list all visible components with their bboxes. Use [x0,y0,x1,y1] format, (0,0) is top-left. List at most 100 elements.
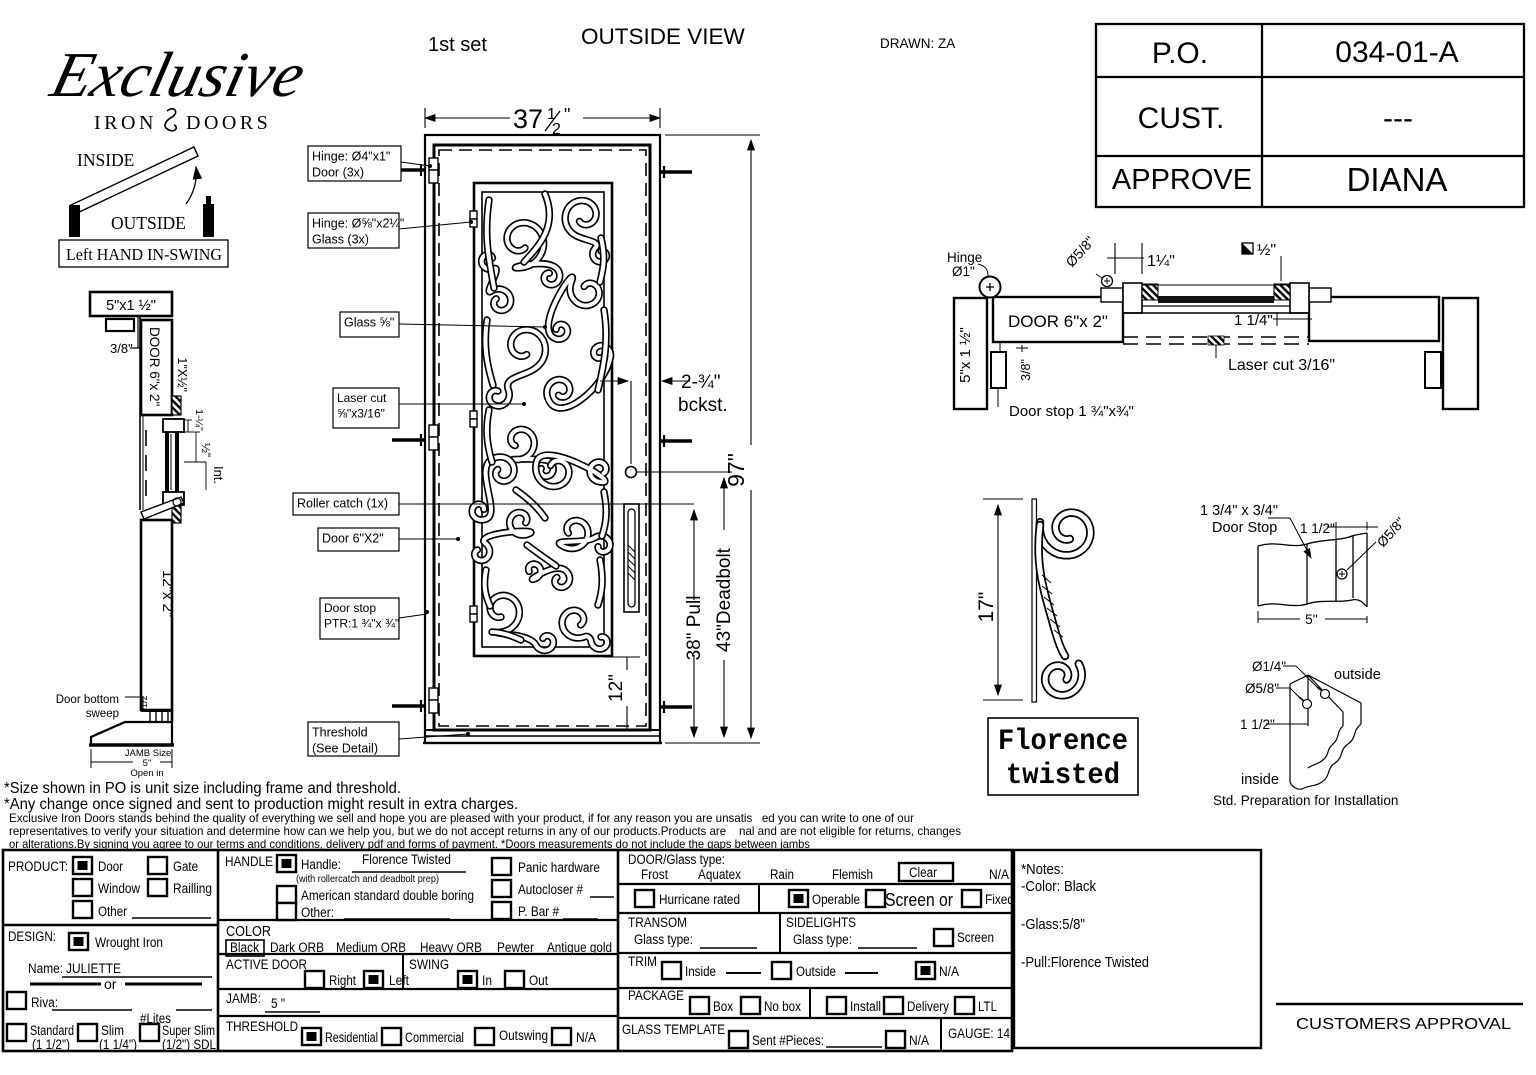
svg-text:Door: Door [98,859,123,874]
svg-text:1 1/2": 1 1/2" [1240,717,1275,732]
svg-text:JULIETTE: JULIETTE [66,961,121,976]
svg-text:Railling: Railling [173,881,212,896]
svg-text:In: In [482,973,492,988]
svg-text:TRANSOM: TRANSOM [628,915,687,930]
svg-text:OUTSIDE VIEW: OUTSIDE VIEW [581,24,746,49]
svg-text:P.O.: P.O. [1152,37,1208,70]
svg-text:DOOR 6"x 2": DOOR 6"x 2" [147,327,162,407]
svg-text:97": 97" [723,453,749,487]
svg-text:43"Deadbolt: 43"Deadbolt [714,547,735,652]
svg-text:Glass type:: Glass type: [793,932,852,947]
svg-text:1 1/4": 1 1/4" [1234,312,1273,329]
svg-text:CUST.: CUST. [1138,102,1225,135]
svg-text:(1 1/2"): (1 1/2") [32,1037,70,1052]
svg-text:Open in: Open in [130,768,163,779]
svg-text:1 3/4" x 3/4": 1 3/4" x 3/4" [1200,503,1278,519]
svg-text:Wrought Iron: Wrought Iron [95,935,163,950]
svg-text:Door stop 1 ¾"x¾": Door stop 1 ¾"x¾" [1009,403,1134,420]
svg-text:1¼": 1¼" [1147,253,1175,270]
svg-text:GAUGE: 14: GAUGE: 14 [948,1026,1010,1041]
svg-text:#Lites: #Lites [140,1011,171,1026]
svg-text:1: 1 [547,106,556,123]
svg-text:SWING: SWING [409,957,449,972]
svg-text:(1/2") SDL: (1/2") SDL [162,1037,216,1052]
svg-text:Black: Black [230,940,259,955]
svg-text:2: 2 [552,121,561,138]
svg-text:PRODUCT:: PRODUCT: [8,859,68,874]
svg-text:TRIM: TRIM [628,954,657,969]
svg-text:3/8": 3/8" [110,341,133,356]
svg-text:Handle:: Handle: [301,857,341,872]
svg-text:Sent #Pieces:: Sent #Pieces: [752,1033,824,1048]
svg-text:Ø1/4": Ø1/4" [1252,659,1286,674]
svg-text:INSIDE: INSIDE [77,150,134,170]
svg-text:Commercial: Commercial [405,1030,464,1045]
svg-text:(with rollercatch and deadbolt: (with rollercatch and deadbolt prep) [296,873,439,885]
svg-text:Box: Box [713,999,733,1014]
svg-text:Delivery: Delivery [907,999,949,1014]
svg-text:DRAWN: ZA: DRAWN: ZA [880,36,955,51]
svg-text:5": 5" [1305,611,1318,627]
svg-text:sweep: sweep [86,708,119,720]
svg-text:Dark ORB: Dark ORB [270,940,324,955]
svg-text:---: --- [1383,102,1413,135]
svg-text:12"x 2": 12"x 2" [159,570,176,617]
svg-text:Florence Twisted: Florence Twisted [362,852,451,867]
svg-text:SIDELIGHTS: SIDELIGHTS [786,915,856,930]
svg-text:American standard double borin: American standard double boring [301,888,474,903]
svg-text:Riva:: Riva: [31,995,58,1010]
svg-text:5": 5" [143,758,152,769]
svg-text:or alterations.By signing you: or alterations.By signing you agree to o… [9,837,810,851]
svg-text:THRESHOLD: THRESHOLD [226,1019,298,1034]
svg-text:38" Pull: 38" Pull [684,596,705,661]
svg-text:Rain: Rain [770,867,794,882]
svg-text:12": 12" [606,674,627,702]
svg-text:Glass (3x): Glass (3x) [312,233,369,247]
svg-text:Door 6"X2": Door 6"X2" [322,532,384,546]
svg-text:APPROVE: APPROVE [1112,164,1252,196]
svg-text:Autocloser #: Autocloser # [518,882,583,897]
svg-text:5 ": 5 " [271,996,285,1011]
svg-text:Exclusive: Exclusive [43,40,312,111]
svg-text:No box: No box [764,999,801,1014]
svg-text:or: or [104,976,117,992]
svg-text:(See Detail): (See Detail) [312,742,378,756]
svg-text:PTR:1 ¾"x ¾": PTR:1 ¾"x ¾" [324,617,399,631]
svg-text:Inside: Inside [685,964,716,979]
svg-text:COLOR: COLOR [226,924,271,940]
svg-text:DOOR/Glass type:: DOOR/Glass type: [628,852,725,867]
svg-text:Exclusive Iron Doors stands be: Exclusive Iron Doors stands behind the q… [9,811,914,825]
svg-text:Fixed: Fixed [985,892,1014,907]
svg-text:Int.: Int. [211,466,226,484]
svg-text:Slim: Slim [101,1023,124,1038]
svg-text:Aquatex: Aquatex [698,867,741,882]
svg-text:Gate: Gate [173,859,198,874]
svg-text:Door Stop: Door Stop [1212,520,1277,536]
svg-text:DESIGN:: DESIGN: [8,929,56,944]
svg-text:P. Bar #: P. Bar # [518,904,559,919]
svg-text:Heavy ORB: Heavy ORB [420,940,482,955]
svg-text:Std. Preparation for Installat: Std. Preparation for Installation [1213,793,1398,808]
svg-text:GLASS TEMPLATE: GLASS TEMPLATE [622,1022,725,1037]
svg-text:Screen: Screen [957,930,994,945]
svg-text:Screen or: Screen or [885,890,953,910]
svg-text:representatives to verify your: representatives to verify your situation… [9,824,961,838]
svg-text:Left HAND IN-SWING: Left HAND IN-SWING [66,245,222,264]
svg-text:Hinge: Ø⅝"x2¼": Hinge: Ø⅝"x2¼" [312,217,404,231]
svg-text:Roller catch (1x): Roller catch (1x) [297,497,388,511]
svg-text:17": 17" [975,592,998,623]
svg-text:Door bottom: Door bottom [56,694,119,706]
svg-text:3/8": 3/8" [1019,359,1033,381]
svg-text:N/A: N/A [576,1030,596,1045]
svg-text:½": ½" [199,443,213,457]
svg-text:*Any change once signed and se: *Any change once signed and sent to prod… [4,796,518,813]
svg-text:Antique gold: Antique gold [547,940,612,955]
svg-text:Super Slim: Super Slim [162,1023,215,1038]
svg-text:PACKAGE: PACKAGE [628,988,684,1003]
svg-text:JAMB Size: JAMB Size [125,748,171,759]
svg-text:inside: inside [1241,772,1279,788]
svg-text:1 1/2": 1 1/2" [1300,521,1335,536]
svg-text:034-01-A: 034-01-A [1335,36,1458,69]
svg-text:N/A: N/A [939,964,959,979]
svg-text:Hinge: Ø4"x1": Hinge: Ø4"x1" [312,150,390,164]
